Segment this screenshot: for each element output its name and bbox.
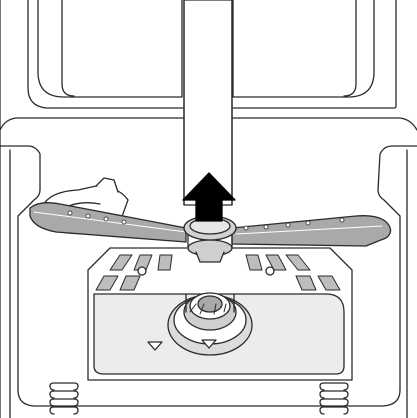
vent-grille-left [49, 382, 79, 415]
sump-grid [95, 254, 341, 291]
alignment-markers [147, 339, 217, 351]
vent-grille-right [319, 382, 349, 415]
filter [167, 292, 253, 356]
arrow-up-icon [182, 172, 236, 222]
feed-pipe [183, 0, 233, 206]
